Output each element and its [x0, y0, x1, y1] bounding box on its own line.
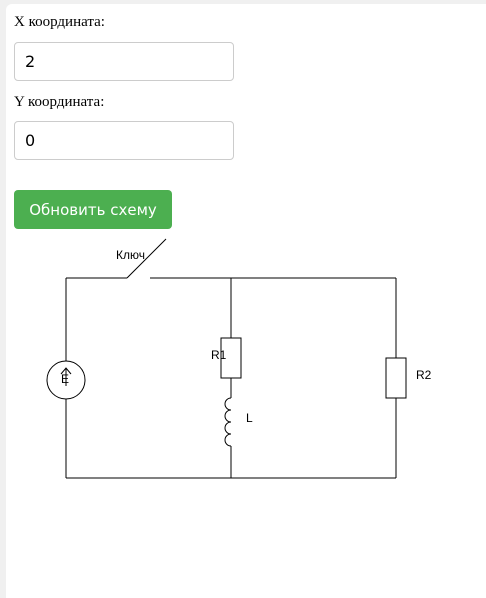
inductor-label: L: [246, 411, 253, 425]
r2-label: R2: [416, 368, 432, 382]
update-scheme-button[interactable]: Обновить схему: [14, 190, 172, 229]
y-coordinate-input[interactable]: [14, 121, 234, 160]
x-coordinate-input[interactable]: [14, 42, 234, 81]
resistor-r2: [385, 357, 407, 399]
inductor-l: [224, 397, 232, 447]
main-panel: X координата: Y координата: Обновить схе…: [6, 4, 486, 598]
voltage-source: [46, 360, 86, 400]
r1-label: R1: [211, 348, 227, 362]
source-label: E: [61, 372, 69, 386]
switch-label: Ключ: [116, 248, 145, 262]
x-coordinate-label: X координата:: [14, 14, 105, 30]
y-coordinate-label: Y координата:: [14, 94, 105, 110]
circuit-diagram: E Ключ R1 L R2: [46, 238, 432, 479]
switch-blade[interactable]: [126, 238, 167, 279]
arrow-up-icon: [60, 367, 72, 386]
